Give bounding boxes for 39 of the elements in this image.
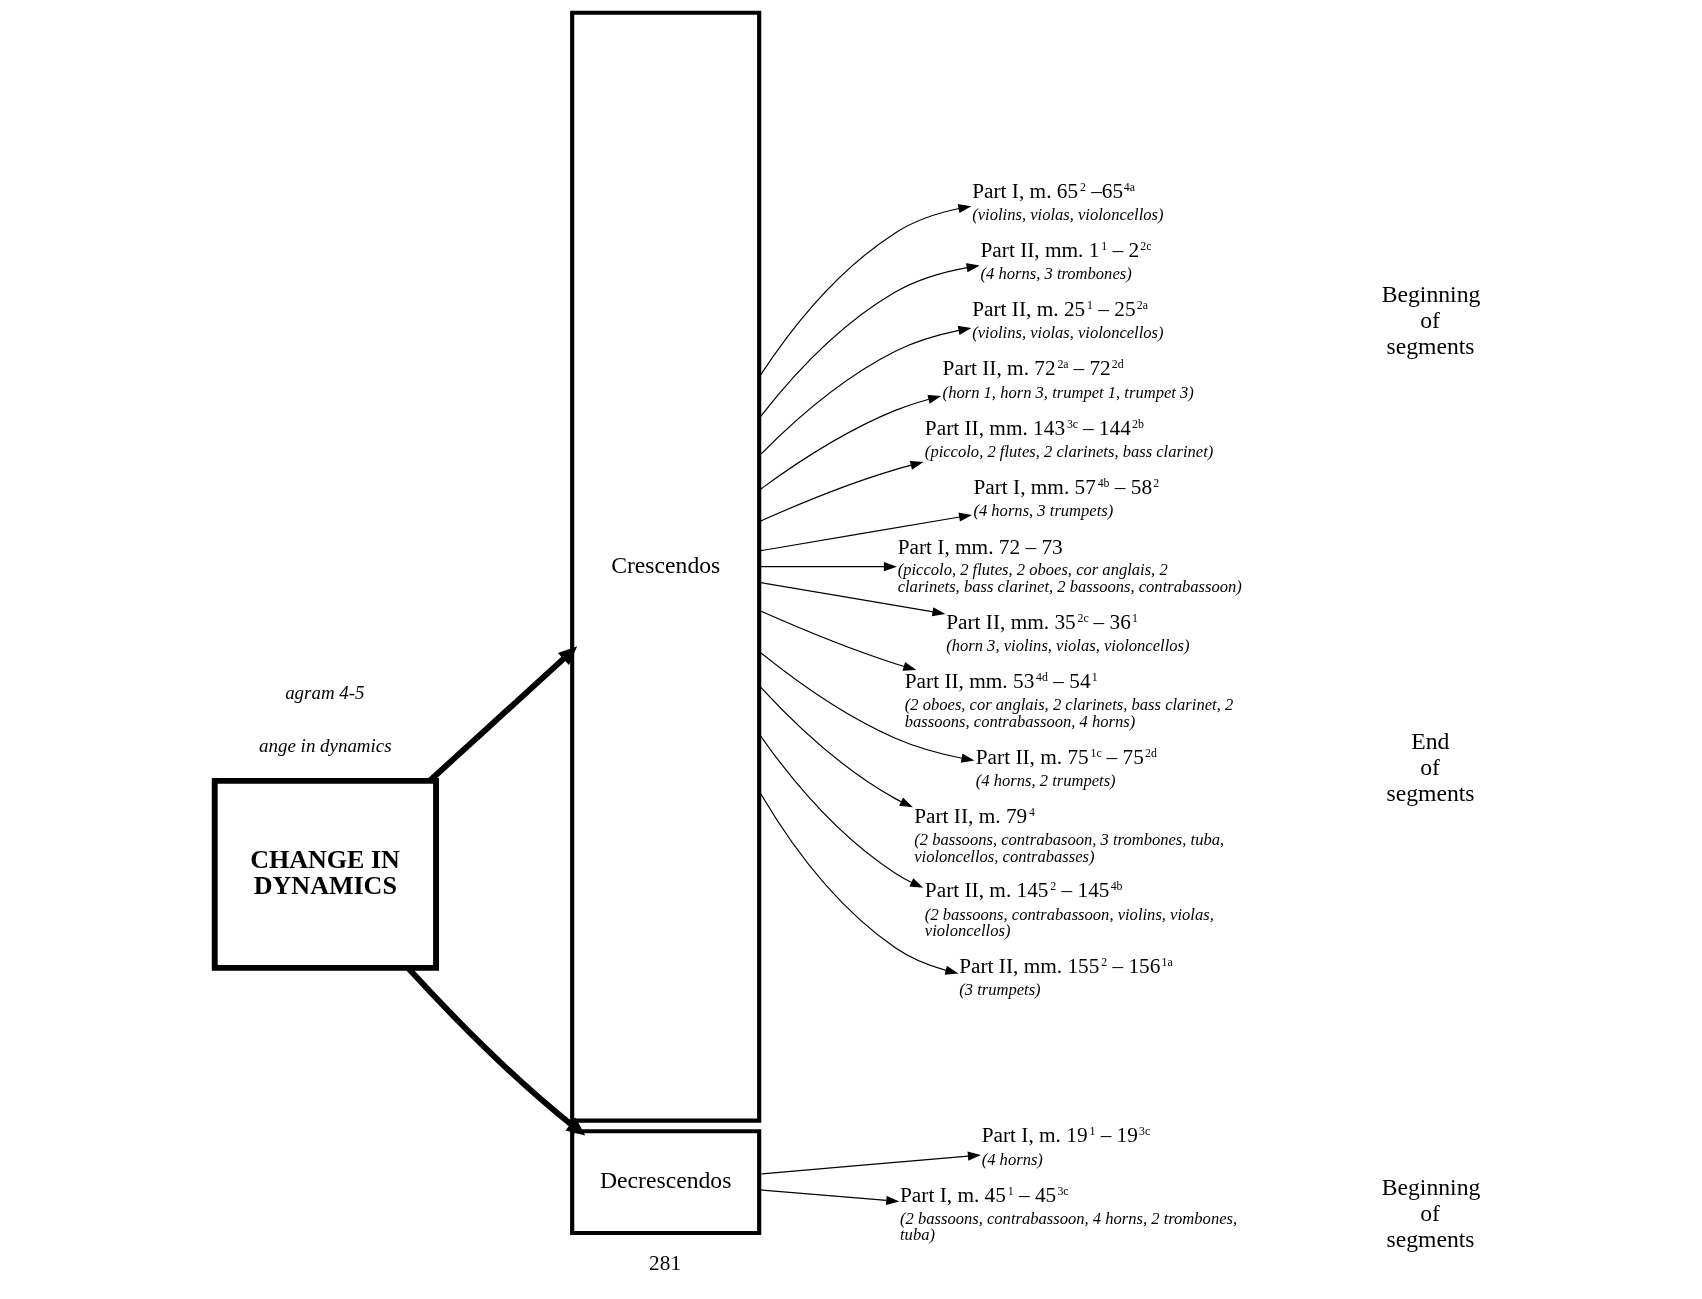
node-text: Part II, mm. 1$^{1}$ – 2$^{2c}$ (4 horns, 3 trombones) <box>980 238 1151 284</box>
node-text: Part I, m. 19$^{1}$ – 19$^{3c}$ (4 horns) <box>981 1123 1150 1169</box>
arrow <box>758 685 913 808</box>
node-text: Part II, m. 79$^{4}$ (2 bassoons, contrabasoon, 3 trombones, tuba, violoncellos, contrabasses) <box>913 803 1224 866</box>
node-text: Part II, m. 72$^{2a}$ – 72$^{2d}$ (horn 1, horn 3, trumpet 1, trumpet 3) <box>942 356 1194 402</box>
node-box: Crescendos <box>569 10 761 1123</box>
arrow <box>758 263 980 419</box>
node-text: Part II, mm. 53$^{4d}$ – 54$^{1}$ (2 oboes, cor anglais, 2 clarinets, bass clarinet, 2 bassoons, contrabassoon, 4 horns) <box>904 668 1233 731</box>
arrow <box>758 733 923 888</box>
arrow <box>758 512 972 552</box>
node-box: CHANGE IN DYNAMICS <box>211 777 439 971</box>
label: ange in dynamics <box>258 735 392 757</box>
node-text: Part II, m. 25$^{1}$ – 25$^{2a}$ (violins, violas, violoncellos) <box>971 297 1164 343</box>
arrow <box>758 651 974 763</box>
node-text: Part II, mm. 155$^{2}$ – 156$^{1a}$ (3 trumpets) <box>958 954 1173 1000</box>
node-text: Part II, mm. 35$^{2c}$ – 36$^{1}$ (horn 3, violins, violas, violoncellos) <box>945 609 1190 655</box>
node-text: Part I, mm. 57$^{4b}$ – 58$^{2}$ (4 horns, 3 trumpets) <box>972 474 1159 520</box>
arrow <box>758 609 916 671</box>
node-text: Part I, m. 45$^{1}$ – 45$^{3c}$ (2 bassoons, contrabassoon, 4 horns, 2 trombones, tuba) <box>899 1182 1237 1245</box>
node-text: Part II, m. 75$^{1c}$ – 75$^{2d}$ (4 horns, 2 trumpets) <box>975 744 1157 790</box>
label: Beginning of segments <box>1381 1174 1480 1253</box>
node-box: Decrescendos <box>569 1129 761 1236</box>
label: End of segments <box>1385 727 1475 806</box>
arrow <box>758 1151 981 1175</box>
node-text: Part II, mm. 143$^{3c}$ – 144$^{2b}$ (piccolo, 2 flutes, 2 clarinets, bass clarinet) <box>924 415 1213 461</box>
arrow <box>758 790 958 975</box>
node-text: Part I, mm. 72 – 73 (piccolo, 2 flutes, 2 oboes, cor anglais, 2 clarinets, bass clarinet, 2 bassoons, contrabassoon) <box>897 535 1242 596</box>
arrow <box>758 1189 899 1205</box>
arrow <box>758 581 945 617</box>
label: 281 <box>648 1251 681 1276</box>
arrow <box>758 204 971 378</box>
node-text: Part I, m. 65$^{2}$ –65$^{4a}$ (violins, violas, violoncellos) <box>971 178 1164 225</box>
arrow <box>758 562 897 572</box>
arrow <box>758 394 941 491</box>
arrow <box>758 325 971 457</box>
node-text: Part II, m. 145$^{2}$ – 145$^{4b}$ (2 bassoons, contrabassoon, violins, violas, violoncellos) <box>924 878 1214 941</box>
label: agram 4-5 <box>284 681 365 703</box>
label: Beginning of segments <box>1381 280 1480 359</box>
arrow <box>758 460 923 523</box>
